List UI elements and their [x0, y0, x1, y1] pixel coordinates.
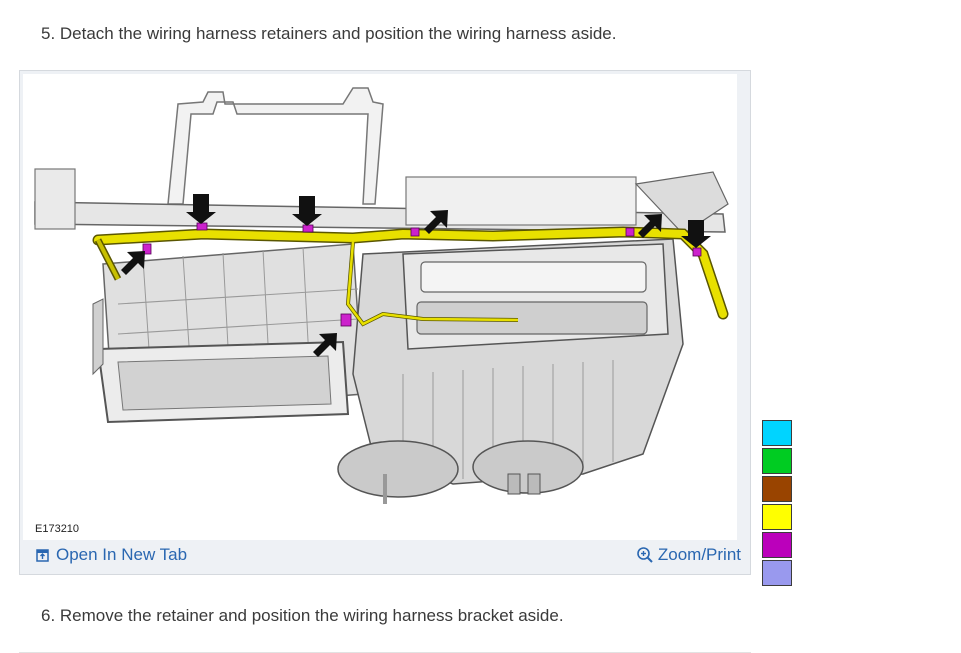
zoom-print-link[interactable]: Zoom/Print	[636, 545, 741, 565]
zoom-in-icon	[637, 547, 653, 563]
legend-swatch-cyan	[762, 420, 792, 446]
open-in-new-tab-link[interactable]: Open In New Tab	[36, 545, 187, 565]
legend-swatch-magenta	[762, 532, 792, 558]
figure-image[interactable]: E173210	[23, 74, 737, 540]
legend-swatch-lavender	[762, 560, 792, 586]
legend-swatch-green	[762, 448, 792, 474]
zoom-print-label: Zoom/Print	[657, 545, 741, 564]
color-legend	[762, 420, 792, 588]
hvac-illustration	[34, 87, 729, 504]
open-tab-icon	[36, 549, 49, 562]
open-in-new-tab-label: Open In New Tab	[56, 545, 188, 564]
step-5-text: 5. Detach the wiring harness retainers a…	[41, 24, 617, 43]
legend-swatch-brown	[762, 476, 792, 502]
step-6-text: 6. Remove the retainer and position the …	[41, 606, 564, 625]
legend-swatch-yellow	[762, 504, 792, 530]
figure-panel: E173210 Open In New Tab Zoom/Print	[19, 70, 751, 575]
figure-id-label: E173210	[35, 523, 80, 535]
